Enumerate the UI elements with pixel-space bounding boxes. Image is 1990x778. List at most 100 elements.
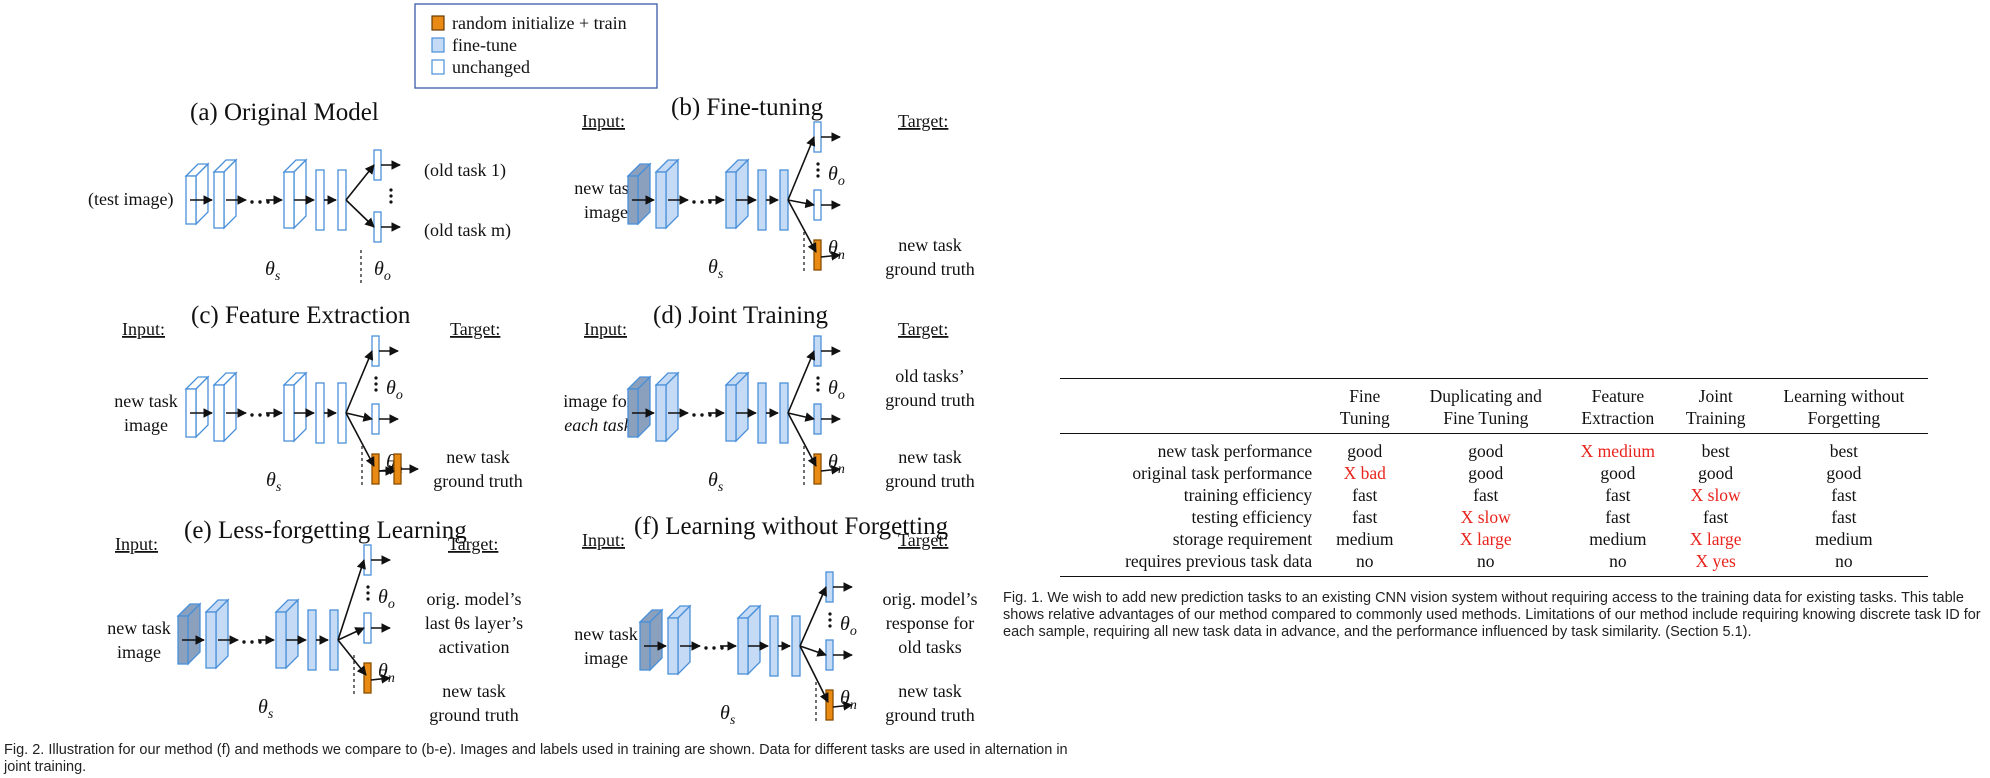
head-old-task [813,403,822,435]
fc-layer [769,615,779,677]
arrow [787,199,817,253]
arrow [787,198,815,209]
table-cell: medium [1589,529,1647,549]
conv-slab [205,611,217,669]
table-cell-disadvantage: X slow [1690,485,1741,505]
panel-e: (e) Less-forgetting LearningInput:Target… [107,517,523,725]
conv-slab-side [735,158,749,230]
input-label: (test image) [88,189,173,210]
legend-label: fine-tune [452,35,517,55]
input-text: each task [564,415,632,435]
conv-slab [667,617,679,675]
fc-layer [315,169,325,231]
input-text: new task [574,624,637,644]
conv-slab-side [293,158,307,230]
target-heading: Target: [448,534,498,554]
horizontal-ellipsis [266,200,270,204]
conv-slab-side [677,604,691,676]
row-label: testing efficiency [1191,507,1313,527]
header-line: Feature [1591,386,1645,406]
fig1-caption: Fig. 1. We wish to add new prediction ta… [1003,590,1981,640]
table-cell: fast [1831,507,1857,527]
conv-slab [655,384,667,442]
table-cell: fast [1605,485,1631,505]
table-cell: no [1759,550,1928,577]
table-cell: fast [1473,485,1499,505]
table-cell: fast [1352,507,1378,527]
vertical-ellipsis [389,188,393,192]
head-new-task [825,689,834,721]
vertical-ellipsis [828,624,832,628]
conv-slab [283,171,295,229]
target-text: new task [446,447,509,467]
conv-slab [275,611,287,669]
legend: random initialize + trainfine-tuneunchan… [414,3,658,89]
table-cell: good [1468,441,1504,461]
conv-slab-side [747,604,761,676]
theta-o: θo [374,258,391,284]
table-cell-disadvantage: X large [1689,529,1742,549]
target-text: new task [898,681,961,701]
target-heading: Target: [898,319,948,339]
arrow [345,412,373,422]
vertical-ellipsis [374,382,378,386]
table-cell: good [1698,463,1734,483]
head-old-task [371,335,380,367]
input-heading: Input: [582,530,625,550]
vertical-ellipsis [816,174,820,178]
fc-layer [329,609,339,671]
row-label: original task performance [1132,463,1313,483]
theta-s: θs [708,256,724,282]
arrow [799,645,829,703]
table-cell: fast [1352,485,1378,505]
header-line: Tuning [1339,408,1390,428]
conv-slab [213,171,225,229]
horizontal-ellipsis [704,646,708,650]
header-line: Learning without [1783,386,1905,406]
method-illustration-figure: random initialize + trainfine-tuneunchan… [88,3,978,728]
table-cell: good [1468,463,1504,483]
conv-slab [725,384,737,442]
vertical-ellipsis [828,612,832,616]
target-text: activation [439,637,510,657]
target-heading: Target: [450,319,500,339]
vertical-ellipsis [374,388,378,392]
table-cell-disadvantage: X slow [1460,507,1511,527]
row-label: new task performance [1157,441,1313,461]
horizontal-ellipsis [700,200,704,204]
horizontal-ellipsis [250,640,254,644]
horizontal-ellipsis [700,413,704,417]
header-line: Training [1685,408,1746,428]
output-label: (old task m) [424,220,511,241]
input-text: image [124,415,168,435]
panel-original-model: (a) Original Model(test image)(old task … [88,99,511,285]
theta-n: θn [378,660,395,686]
theta-n: θn [828,451,845,477]
head-new-task [371,453,380,485]
arrow [787,136,816,201]
conv-slab-side [665,158,679,230]
panel-title: (b) Fine-tuning [671,94,824,121]
input-text: image [117,642,161,662]
input-text: image [584,648,628,668]
fc-layer [307,609,317,671]
horizontal-ellipsis [708,200,712,204]
table-cell-disadvantage: X medium [1580,441,1656,461]
arrow [337,559,366,641]
table-cell: good [1826,463,1862,483]
head-old-task [363,612,372,644]
theta-o: θo [840,613,857,639]
arrow [799,586,827,647]
horizontal-ellipsis [258,413,262,417]
vertical-ellipsis [816,168,820,172]
table-cell: no [1322,550,1408,577]
input-heading: Input: [582,111,625,131]
horizontal-ellipsis [250,200,254,204]
target-text: old tasks’ [895,366,965,386]
target-text: orig. model’s [427,589,522,609]
arrow [345,199,375,228]
